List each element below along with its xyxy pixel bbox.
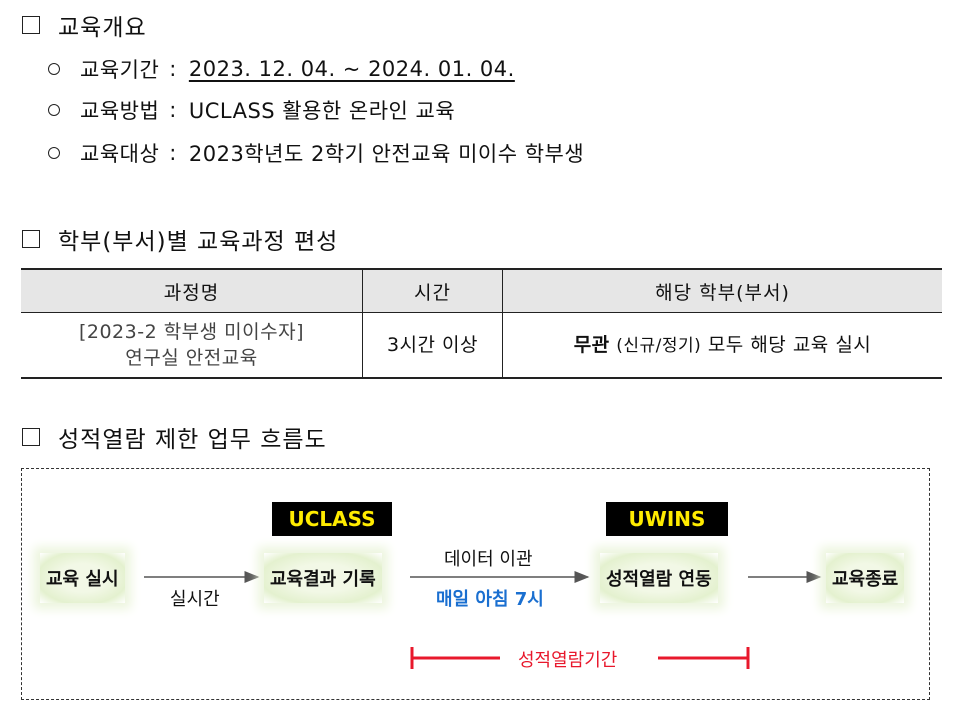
column-header-name: 과정명	[21, 268, 363, 313]
uwins-tag: UWINS	[606, 502, 728, 536]
table-header-row: 과정명 시간 해당 학부(부서)	[21, 268, 942, 313]
cell-time: 3시간 이상	[362, 312, 503, 379]
circle-bullet-icon	[48, 63, 60, 75]
item-value: 2023. 12. 04. ~ 2024. 01. 04.	[188, 57, 515, 81]
course-table: 과정명 시간 해당 학부(부서) [2023-2 학부생 미이수자] 연구실 안…	[21, 268, 942, 379]
overview-item-method: 교육방법 : UCLASS 활용한 온라인 교육	[48, 95, 455, 125]
uclass-tag: UCLASS	[272, 502, 392, 536]
flow-node-end: 교육종료	[826, 553, 905, 603]
table-row: [2023-2 학부생 미이수자] 연구실 안전교육 3시간 이상 무관 (신규…	[21, 312, 942, 379]
section-heading-flow: 성적열람 제한 업무 흐름도	[22, 420, 327, 454]
section-title: 교육개요	[58, 15, 147, 41]
item-value: UCLASS 활용한 온라인 교육	[188, 99, 456, 123]
dept-rest: 모두 해당 교육 실시	[707, 333, 872, 356]
flow-node-education: 교육 실시	[40, 553, 125, 603]
label-daily: 매일 아침 7시	[436, 589, 544, 610]
flow-diagram: UCLASS UWINS 교육 실시 교육결과 기록 성적열람 연동 교육종료 …	[21, 468, 930, 700]
column-header-time: 시간	[362, 268, 503, 313]
overview-item-period: 교육기간 : 2023. 12. 04. ~ 2024. 01. 04.	[48, 54, 515, 84]
label-period: 성적열람기간	[518, 650, 618, 671]
checkbox-icon	[22, 428, 40, 446]
flow-node-grade-link: 성적열람 연동	[600, 553, 718, 603]
section-heading-overview: 교육개요	[22, 8, 147, 42]
course-name-line2: 연구실 안전교육	[125, 347, 258, 369]
item-label: 교육기간	[80, 58, 160, 82]
item-value: 2023학년도 2학기 안전교육 미이수 학부생	[188, 142, 585, 166]
item-label: 교육대상	[80, 142, 160, 166]
section-title: 성적열람 제한 업무 흐름도	[58, 427, 327, 453]
checkbox-icon	[22, 16, 40, 34]
section-heading-course: 학부(부서)별 교육과정 편성	[22, 222, 338, 256]
flow-node-record: 교육결과 기록	[264, 553, 382, 603]
cell-dept: 무관 (신규/정기) 모두 해당 교육 실시	[502, 312, 942, 379]
item-label: 교육방법	[80, 99, 160, 123]
flow-connectors	[144, 571, 822, 669]
checkbox-icon	[22, 230, 40, 248]
circle-bullet-icon	[48, 147, 60, 159]
label-realtime: 실시간	[170, 589, 220, 610]
section-title: 학부(부서)별 교육과정 편성	[58, 229, 339, 255]
circle-bullet-icon	[48, 104, 60, 116]
overview-item-target: 교육대상 : 2023학년도 2학기 안전교육 미이수 학부생	[48, 138, 584, 168]
item-colon: :	[169, 98, 177, 122]
cell-course-name: [2023-2 학부생 미이수자] 연구실 안전교육	[21, 312, 363, 379]
item-colon: :	[169, 141, 177, 165]
label-transfer: 데이터 이관	[444, 549, 533, 570]
column-header-dept: 해당 학부(부서)	[502, 268, 942, 313]
dept-paren: (신규/정기)	[616, 335, 702, 356]
dept-bold: 무관	[573, 333, 610, 356]
item-colon: :	[169, 57, 177, 81]
course-name-line1: [2023-2 학부생 미이수자]	[78, 321, 305, 343]
